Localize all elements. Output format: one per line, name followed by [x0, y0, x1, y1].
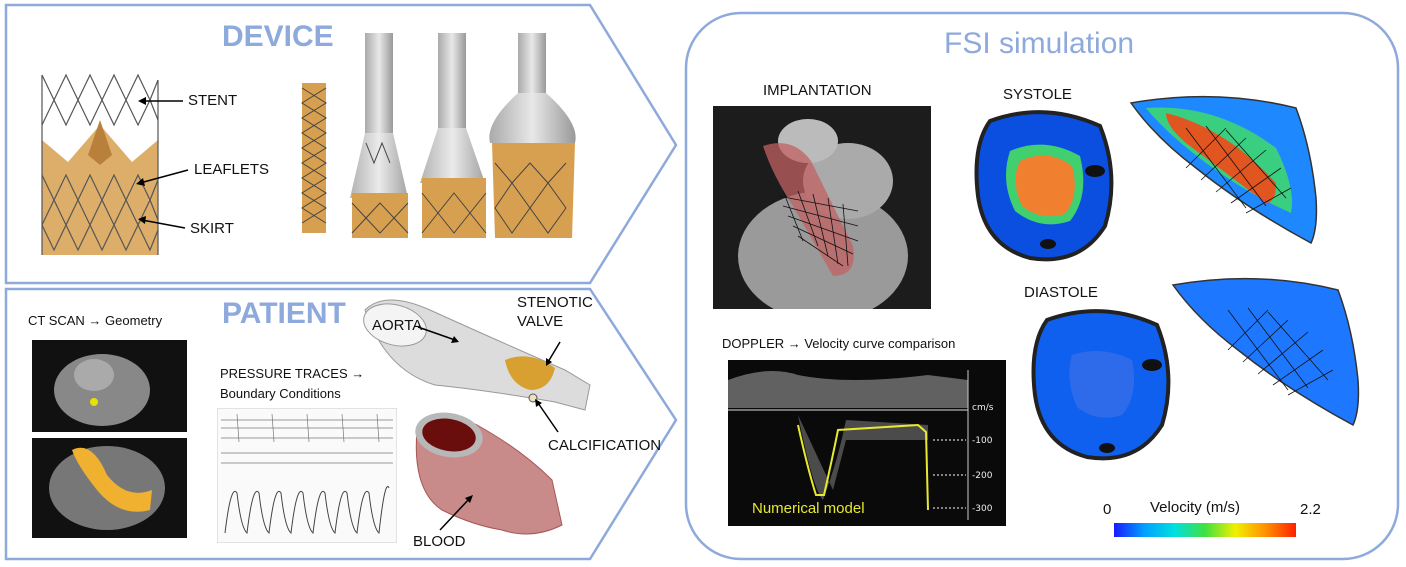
colorbar-max-label: 2.2: [1300, 501, 1321, 518]
patient-title: PATIENT: [222, 297, 346, 330]
doppler-tick-100: -100: [972, 436, 993, 446]
colorbar-min-label: 0: [1103, 501, 1112, 518]
doppler-tick-300: -300: [972, 504, 993, 514]
doppler-image: [728, 360, 1006, 526]
numerical-model-curve: [797, 423, 929, 511]
doppler-caption: DOPPLER → Velocity curve comparison: [722, 336, 956, 351]
fsi-panel-outline: [684, 11, 1400, 561]
pressure-caption-1: PRESSURE TRACES →: [220, 366, 365, 381]
systole-label: SYSTOLE: [1003, 86, 1072, 103]
doppler-units: cm/s: [972, 403, 994, 413]
blood-label: BLOOD: [413, 533, 466, 550]
pressure-caption-2: Boundary Conditions: [220, 386, 341, 401]
stenotic-label-1: STENOTIC: [517, 294, 593, 311]
velocity-colorbar: [1114, 523, 1296, 537]
implantation-image: [713, 106, 931, 309]
ct-caption: CT SCAN → Geometry: [28, 313, 163, 328]
implantation-label: IMPLANTATION: [763, 82, 872, 99]
fsi-title: FSI simulation: [944, 27, 1135, 60]
leaflets-label: LEAFLETS: [194, 161, 270, 178]
device-panel-outline: [4, 3, 678, 285]
ct-scan-images: [32, 340, 187, 538]
patient-panel-outline: [4, 287, 678, 561]
calcification-label: CALCIFICATION: [548, 437, 662, 454]
systole-longitudinal: [1129, 95, 1318, 245]
device-title: DEVICE: [222, 20, 334, 53]
diastole-cross-section: [1031, 309, 1171, 461]
aorta-label: AORTA: [372, 317, 423, 334]
diastole-label: DIASTOLE: [1024, 284, 1098, 301]
stent-label: STENT: [188, 92, 238, 109]
blood-model: [415, 412, 563, 535]
numerical-model-label: Numerical model: [752, 500, 865, 517]
colorbar-title: Velocity (m/s): [1150, 499, 1241, 516]
crimping-sequence: [301, 33, 576, 238]
skirt-label: SKIRT: [190, 220, 234, 237]
systole-cross-section: [974, 110, 1114, 262]
diastole-longitudinal: [1171, 277, 1360, 427]
doppler-tick-200: -200: [972, 471, 993, 481]
stenotic-label-2: VALVE: [517, 313, 564, 330]
pressure-traces: [217, 408, 397, 543]
